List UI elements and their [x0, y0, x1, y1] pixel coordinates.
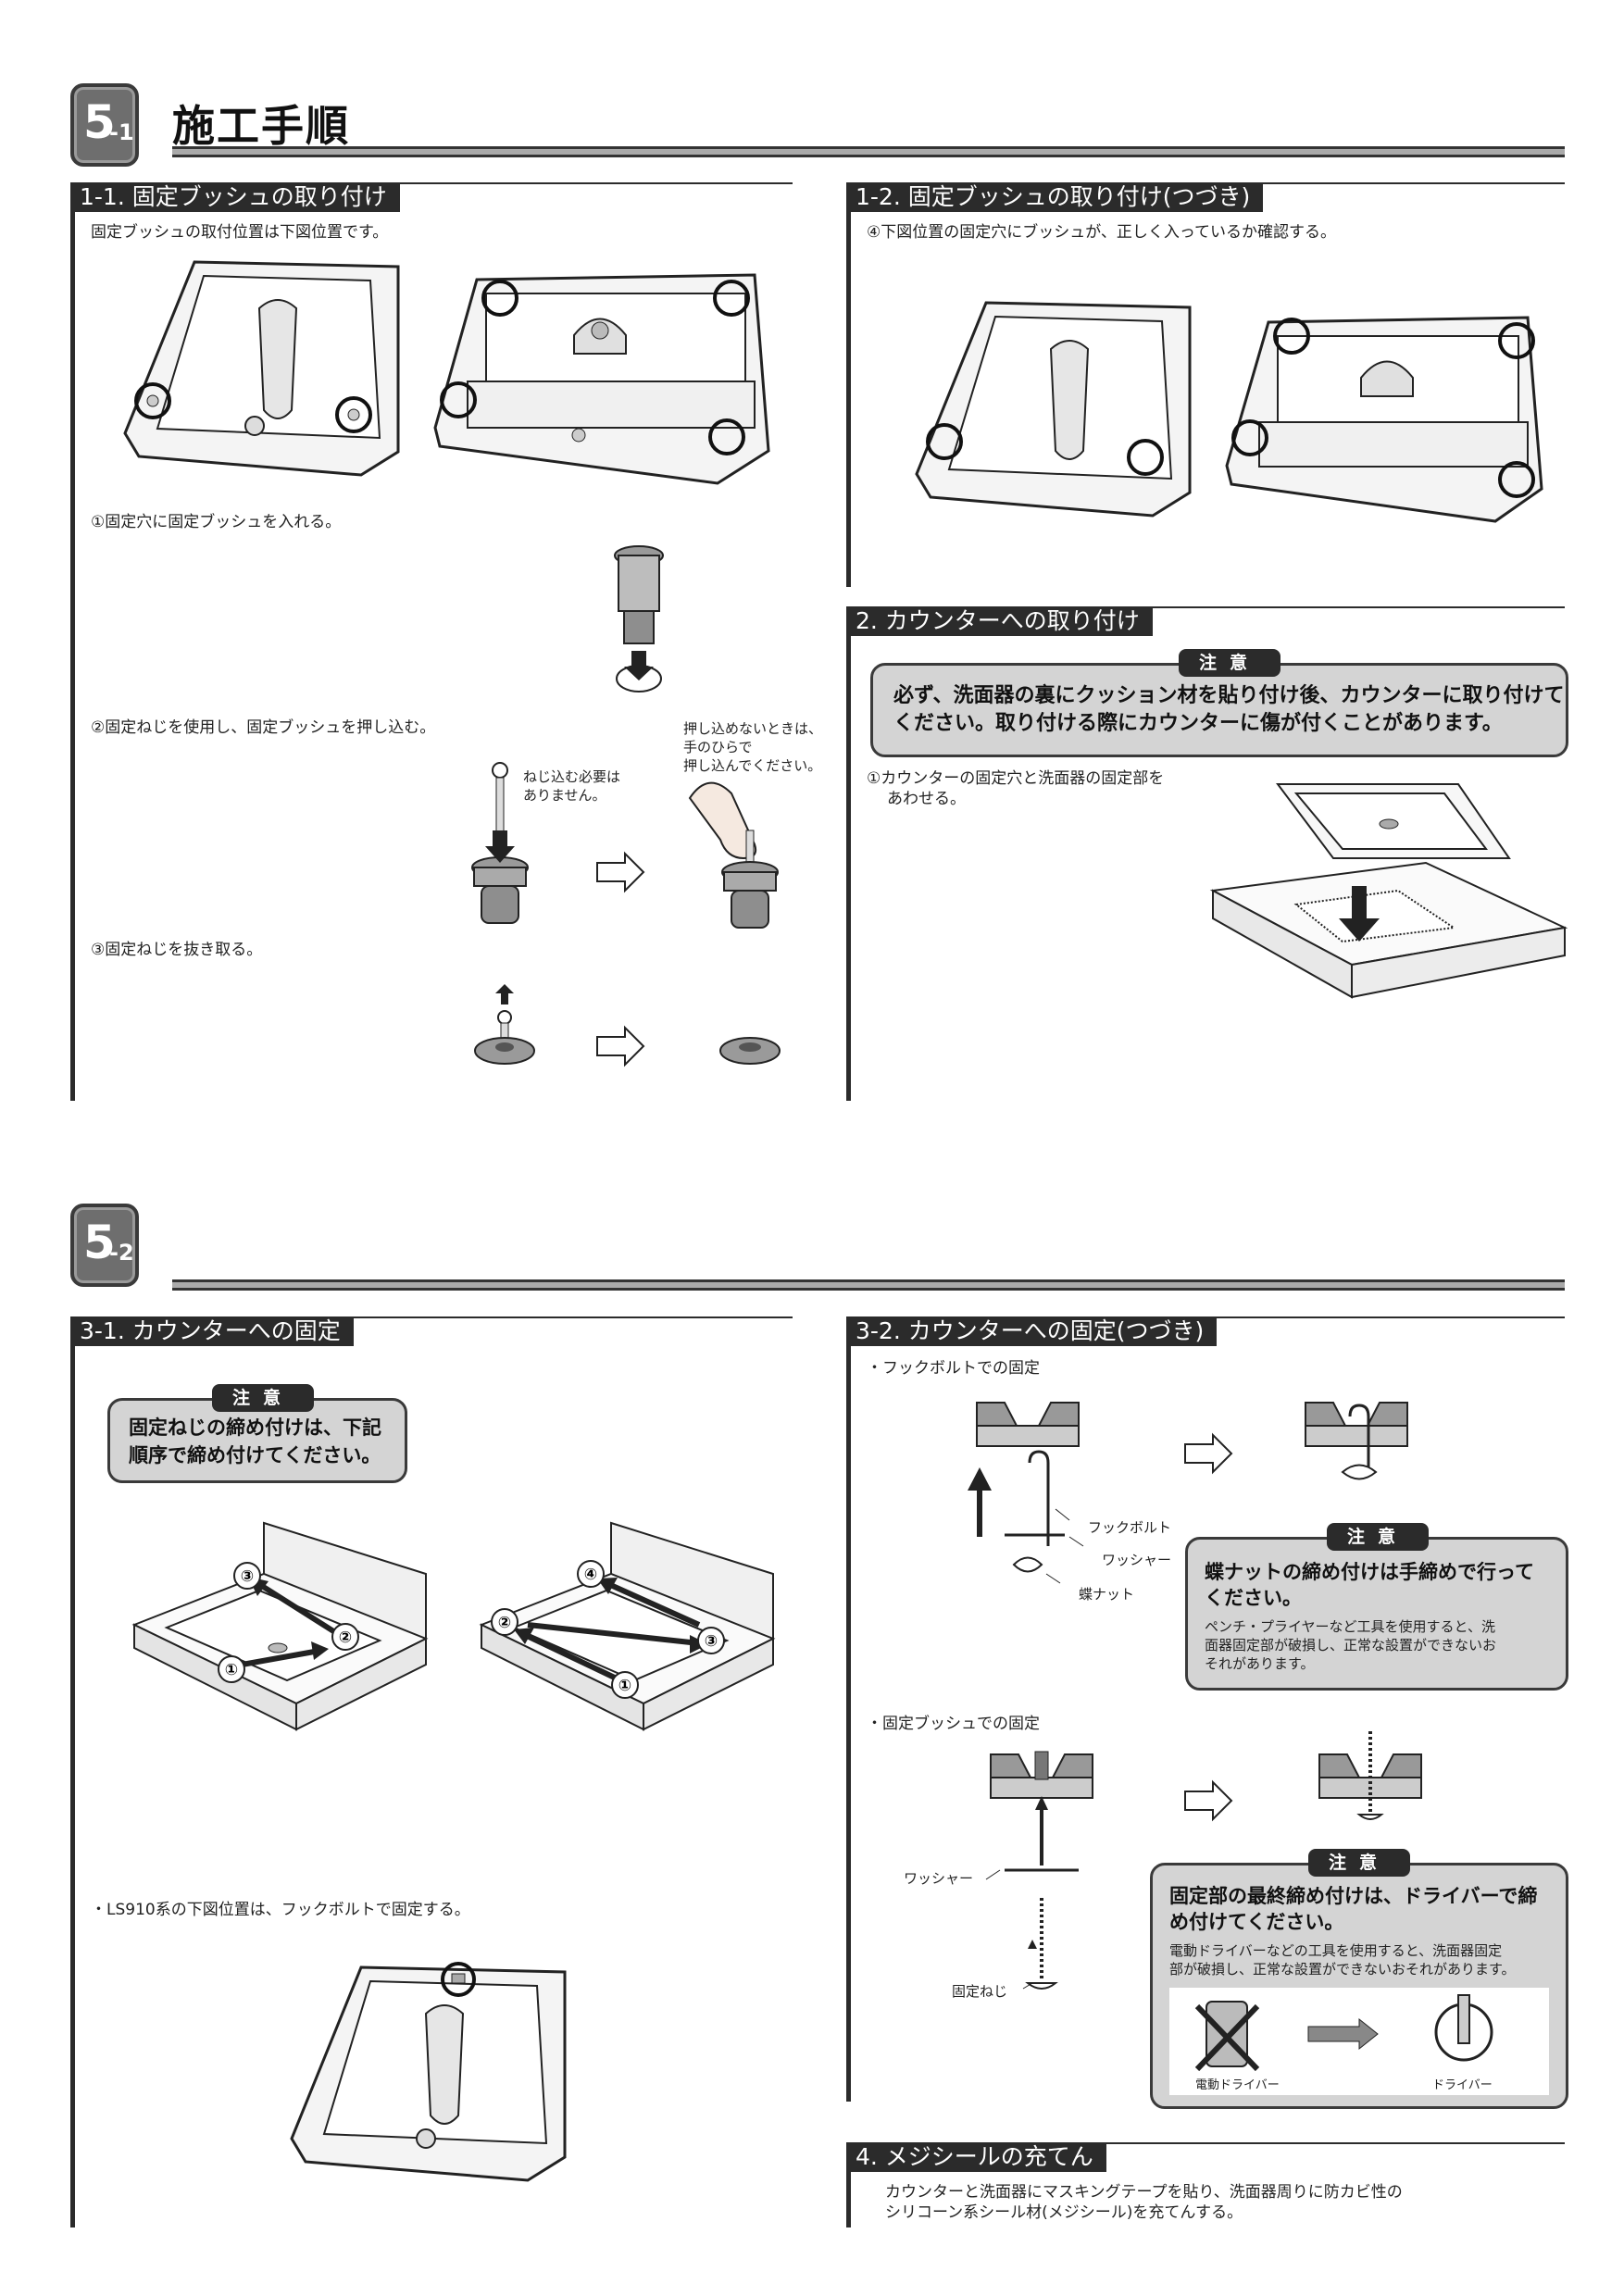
chapter-subnumber: -1 [109, 119, 134, 145]
section-left-bar [846, 212, 851, 587]
basin-hookbolt-position-illustration [290, 1962, 567, 2182]
note-screw-line-1: ねじ込む必要は [523, 768, 621, 785]
label-driver: ドライバー [1432, 2078, 1493, 2092]
section-4-heading: 4. メジシールの充てん [846, 2142, 1565, 2172]
step-4-text: ④下図位置の固定穴にブッシュが、正しく入っているか確認する。 [867, 223, 1337, 242]
driver-comparison-illustration [1194, 1994, 1493, 2072]
step-1-text: ①固定穴に固定ブッシュを入れる。 [91, 513, 342, 531]
note-hand-line-2: 手のひらで [683, 739, 753, 755]
caution-box-order: 注意 固定ねじの締め付けは、下記 順序で締め付けてください。 [107, 1384, 407, 1483]
caution-line-1: 固定部の最終締め付けは、ドライバーで締 [1169, 1885, 1538, 1907]
chapter-badge-5-2: 5 -2 [70, 1204, 139, 1287]
caution-sub-line-2: 面器固定部が破損し、正常な設置ができないお [1205, 1637, 1497, 1653]
section-3-2-heading: 3-2. カウンターへの固定(つづき) [846, 1316, 1565, 1346]
order-label-3: ③ [241, 1567, 254, 1586]
label-washer: ワッシャー [1102, 1552, 1172, 1568]
caution-badge: 注意 [1308, 1849, 1411, 1877]
caution-line-2: 順序で締め付けてください。 [129, 1444, 381, 1466]
basin-front-view-illustration [433, 273, 770, 485]
bush-press-illustration [471, 762, 779, 929]
section-label: 3-2. カウンターへの固定(つづき) [846, 1316, 1218, 1346]
caution-sub-line-1: 電動ドライバーなどの工具を使用すると、洗面器固定 [1169, 1942, 1503, 1959]
intro-text: 固定ブッシュの取付位置は下図位置です。 [91, 223, 389, 242]
section-left-bar [70, 1346, 75, 2227]
step-3-text: ③固定ねじを抜き取る。 [91, 941, 263, 959]
sealant-line-1: カウンターと洗面器にマスキングテープを貼り、洗面器周りに防カビ性の [885, 2183, 1403, 2202]
caution-line-1: 必ず、洗面器の裏にクッション材を貼り付け後、カウンターに取り付けて [893, 684, 1565, 707]
section-left-bar [70, 212, 75, 1101]
screw-remove-illustration [474, 984, 781, 1067]
tighten-order-right-illustration: ④ ② ③ ① [479, 1521, 776, 1731]
section-left-bar [846, 2172, 851, 2227]
caution-badge: 注意 [1327, 1523, 1430, 1551]
caution-line-2: め付けてください。 [1169, 1911, 1344, 1933]
caution-sub-line-3: それがあります。 [1205, 1655, 1315, 1672]
page-title: 施工手順 [172, 101, 350, 151]
chapter-number: 5 [83, 1216, 116, 1269]
caution-sub-line-1: ペンチ・プライヤーなど工具を使用すると、洗 [1205, 1618, 1495, 1635]
basin-top-view-illustration [123, 260, 400, 477]
caution-sub-line-2: 部が破損し、正常な設置ができないおそれがあります。 [1169, 1961, 1516, 1978]
section-label: 1-2. 固定ブッシュの取り付け(つづき) [846, 182, 1264, 212]
section-rule [846, 2142, 1565, 2144]
label-electric-driver: 電動ドライバー [1195, 2078, 1280, 2092]
section-rule [70, 1316, 793, 1318]
bush-insert-illustration [614, 545, 664, 693]
order-label-1: ① [225, 1661, 238, 1679]
order-label-2: ② [339, 1628, 352, 1647]
order-label-1: ① [618, 1677, 631, 1695]
counter-step-1-line-2: あわせる。 [887, 790, 966, 808]
counter-mount-illustration [1209, 783, 1568, 999]
section-1-1-heading: 1-1. 固定ブッシュの取り付け [70, 182, 793, 212]
note-hand-line-1: 押し込めないときは、 [683, 720, 823, 737]
section-rule [846, 606, 1565, 608]
bush-fixing-illustration [985, 1731, 1422, 1990]
caution-line-1: 固定ねじの締め付けは、下記 [129, 1416, 381, 1439]
driver-comparison-panel: 最終締め付け 電動ドライバー ドライバー [1169, 1988, 1549, 2095]
label-butterfly-nut: 蝶ナット [1079, 1586, 1135, 1603]
counter-step-1-line-1: ①カウンターの固定穴と洗面器の固定部を [867, 769, 1165, 788]
bush-fixing-title: ・固定ブッシュでの固定 [867, 1715, 1040, 1733]
step-2-text: ②固定ねじを使用し、固定ブッシュを押し込む。 [91, 718, 436, 737]
sealant-line-2: シリコーン系シール材(メジシール)を充てんする。 [885, 2203, 1243, 2222]
note-screw-line-2: ありません。 [523, 787, 606, 804]
order-label-4: ④ [584, 1566, 597, 1584]
hookbolt-title: ・フックボルトでの固定 [867, 1359, 1040, 1378]
hookbolt-fixing-illustration [968, 1402, 1408, 1584]
section-left-bar [846, 636, 851, 1101]
label-washer-2: ワッシャー [904, 1870, 974, 1887]
label-hookbolt: フックボルト [1088, 1519, 1172, 1536]
chapter-subnumber: -2 [109, 1240, 134, 1266]
chapter-rule [172, 146, 1565, 157]
section-rule [70, 182, 793, 184]
order-label-3: ③ [705, 1632, 718, 1651]
section-3-1-heading: 3-1. カウンターへの固定 [70, 1316, 793, 1346]
caution-badge: 注意 [212, 1384, 315, 1412]
label-final-tightening: 最終締め付け [1306, 2007, 1368, 2019]
caution-box-butterfly: 注意 蝶ナットの締め付けは手締めで行って ください。 ペンチ・プライヤーなど工具… [1185, 1523, 1568, 1691]
chapter-badge-5-1: 5 -1 [70, 83, 139, 167]
chapter-rule [172, 1279, 1565, 1291]
label-fixing-screw: 固定ねじ [952, 1983, 1008, 2000]
section-label: 3-1. カウンターへの固定 [70, 1316, 354, 1346]
chapter-number: 5 [83, 95, 116, 149]
caution-box-counter: 注意 必ず、洗面器の裏にクッション材を貼り付け後、カウンターに取り付けて くださ… [870, 649, 1568, 757]
ls910-note: ・LS910系の下図位置は、フックボルトで固定する。 [91, 1901, 470, 1919]
section-label: 4. メジシールの充てん [846, 2142, 1106, 2172]
caution-line-1: 蝶ナットの締め付けは手締めで行って [1205, 1561, 1534, 1583]
section-label: 2. カウンターへの取り付け [846, 606, 1153, 636]
section-left-bar [846, 1346, 851, 2102]
section-1-2-heading: 1-2. 固定ブッシュの取り付け(つづき) [846, 182, 1565, 212]
caution-line-2: ください。取り付ける際にカウンターに傷が付くことがあります。 [893, 712, 1503, 735]
order-label-2: ② [498, 1614, 511, 1632]
tighten-order-left-illustration: ③ ② ① [131, 1521, 429, 1731]
basin-top-view-check-illustration [915, 301, 1192, 518]
caution-box-driver: 注意 固定部の最終締め付けは、ドライバーで締 め付けてください。 電動ドライバー… [1150, 1849, 1568, 2109]
caution-badge: 注意 [1179, 649, 1281, 677]
section-label: 1-1. 固定ブッシュの取り付け [70, 182, 400, 212]
basin-front-view-check-illustration [1225, 316, 1543, 523]
note-hand-line-3: 押し込んでください。 [683, 757, 822, 774]
caution-line-2: ください。 [1205, 1587, 1302, 1609]
section-2-heading: 2. カウンターへの取り付け [846, 606, 1565, 636]
